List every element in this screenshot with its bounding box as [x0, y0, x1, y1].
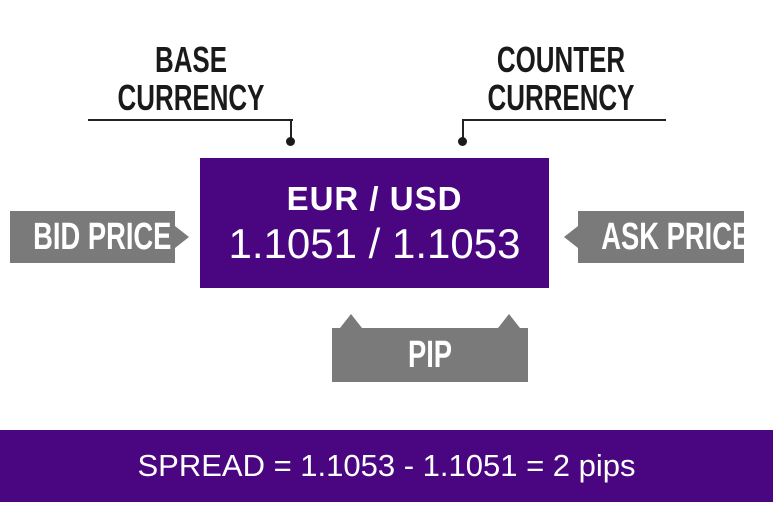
pip-tag: PIP [332, 328, 528, 382]
ask-price-arrow-icon [564, 226, 578, 248]
base-currency-label-line1: BASE [154, 39, 228, 80]
bid-price-arrow-icon [175, 226, 189, 248]
currency-pair-symbol: EUR / USD [286, 180, 463, 217]
counter-currency-label-line2: CURRENCY [487, 77, 635, 118]
counter-currency-dot [458, 137, 467, 146]
pip-right-pointer-icon [498, 314, 520, 328]
base-currency-dot [286, 137, 295, 146]
pip-label: PIP [407, 334, 453, 376]
bid-price-label: BID PRICE [33, 216, 172, 258]
base-currency-callout: BASE CURRENCY [88, 30, 295, 150]
ask-price-label: ASK PRICE [601, 216, 751, 258]
counter-currency-callout: COUNTER CURRENCY [456, 30, 666, 150]
base-currency-connector [290, 119, 292, 141]
bid-price-tag: BID PRICE [10, 211, 175, 263]
base-currency-label-line2: CURRENCY [117, 77, 265, 118]
counter-currency-rule [462, 119, 666, 121]
ask-price-tag: ASK PRICE [578, 211, 751, 263]
base-currency-rule [88, 119, 293, 121]
currency-pair-box: EUR / USD 1.1051 / 1.1053 [200, 158, 549, 288]
counter-currency-label-line1: COUNTER [496, 39, 626, 80]
currency-pair-quote: 1.1051 / 1.1053 [228, 220, 521, 267]
pip-left-pointer-icon [340, 314, 362, 328]
counter-currency-connector [462, 119, 464, 141]
spread-formula: SPREAD = 1.1053 - 1.1051 = 2 pips [137, 448, 636, 483]
spread-bar: SPREAD = 1.1053 - 1.1051 = 2 pips [0, 430, 773, 502]
